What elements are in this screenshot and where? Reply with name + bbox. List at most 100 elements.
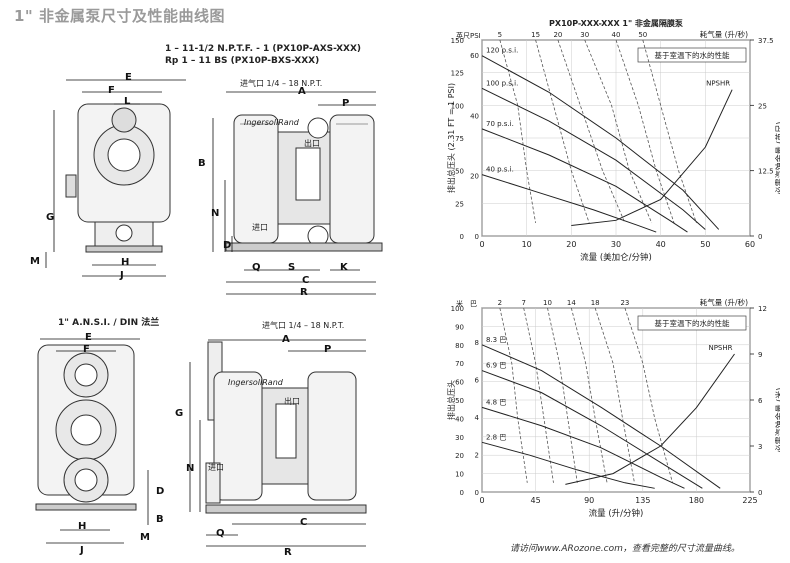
air-tick-label: 5 bbox=[498, 31, 502, 39]
brand-logo-bottom: IngersollRand bbox=[228, 378, 283, 387]
y-tick-label: 100 bbox=[451, 102, 464, 110]
y-axis-label: 排出总压头 (2.31 FT = 1 PSI) bbox=[446, 83, 456, 193]
x-axis-label: 流量 (美加仑/分钟) bbox=[580, 252, 652, 263]
x-tick-label: 135 bbox=[635, 496, 650, 505]
page-title: 1" 非金属泵尺寸及性能曲线图 bbox=[14, 7, 225, 25]
x-tick-label: 180 bbox=[689, 496, 704, 505]
chart-title: PX10P-XXX-XXX 1" 非金属隔膜泵 bbox=[549, 18, 683, 28]
y-tick-label: 30 bbox=[455, 434, 464, 442]
y-tick-label: 90 bbox=[455, 323, 464, 331]
y-tick-label: 75 bbox=[455, 135, 464, 143]
note-box bbox=[637, 315, 747, 331]
dim-c-bottom: C bbox=[300, 517, 308, 528]
y-tick-label: 125 bbox=[451, 70, 464, 78]
y-tick-label: 25 bbox=[455, 200, 464, 208]
y-secondary-tick-label: 0 bbox=[475, 489, 479, 497]
air-consumption-line bbox=[557, 39, 626, 224]
pressure-line bbox=[481, 344, 721, 489]
dim-e-bottom: E bbox=[85, 332, 92, 343]
pump-side-view-bottom bbox=[35, 344, 137, 511]
npsh-label: NPSHR bbox=[708, 344, 732, 352]
air-tick-label: 30 bbox=[580, 31, 589, 39]
y-unit-label: 米 bbox=[456, 299, 463, 308]
dim-h-bottom: H bbox=[78, 521, 87, 532]
x-tick-label: 50 bbox=[700, 240, 710, 249]
dim-j-bottom: J bbox=[80, 545, 84, 556]
dim-m-bottom: M bbox=[140, 532, 150, 543]
series-label: 4.8 巴 bbox=[486, 398, 506, 406]
x2-axis-label: 耗气量 (升/秒) bbox=[700, 29, 748, 39]
outlet-label-top: 出口 bbox=[304, 139, 320, 148]
series-label: 70 p.s.i. bbox=[486, 120, 514, 128]
air-tick-label: 10 bbox=[543, 299, 552, 307]
thread-note-1: 1 – 11-1/2 N.P.T.F. - 1 (PX10P-AXS-XXX) bbox=[165, 44, 362, 54]
dim-n-top: N bbox=[211, 208, 220, 219]
npsh-line bbox=[571, 89, 733, 227]
note-text: 基于室温下的水的性能 bbox=[655, 50, 730, 60]
dim-a-bottom: A bbox=[282, 334, 290, 345]
air-tick-label: 20 bbox=[553, 31, 562, 39]
pressure-line bbox=[481, 87, 706, 230]
air-consumption-line bbox=[594, 307, 635, 483]
x-tick-label: 90 bbox=[584, 496, 594, 505]
dim-q-bottom: Q bbox=[216, 528, 225, 539]
dim-a-top: A bbox=[298, 86, 306, 97]
footer-note: 请访问www.ARozone.com，查看完整的尺寸流量曲线。 bbox=[510, 544, 740, 554]
y-tick-label: 10 bbox=[455, 471, 464, 479]
dim-p-bottom: P bbox=[324, 344, 332, 355]
dim-f-top: F bbox=[108, 85, 115, 96]
y-secondary-tick-label: 20 bbox=[470, 173, 479, 181]
air-tick-label: 7 bbox=[521, 299, 525, 307]
air-consumption-line bbox=[584, 39, 653, 224]
dim-d-bottom: D bbox=[156, 486, 165, 497]
dim-p-top: P bbox=[342, 98, 350, 109]
dim-f-bottom: F bbox=[83, 344, 90, 355]
air-inlet-note-top: 进气口 1/4 – 18 N.P.T. bbox=[240, 79, 323, 88]
x-axis-label: 流量 (升/分钟) bbox=[589, 508, 644, 519]
pump-side-view-top bbox=[65, 103, 171, 253]
air-consumption-line bbox=[615, 39, 675, 224]
air-tick-label: 15 bbox=[531, 31, 540, 39]
pump-front-view-bottom bbox=[205, 341, 367, 514]
y-tick-label: 150 bbox=[451, 37, 464, 45]
y-tick-label: 70 bbox=[455, 360, 464, 368]
y-tick-label: 50 bbox=[455, 168, 464, 176]
dim-q-top: Q bbox=[252, 262, 261, 273]
inlet-label-top: 进口 bbox=[252, 223, 268, 232]
dim-m-top: M bbox=[30, 256, 40, 267]
x-tick-label: 45 bbox=[531, 496, 541, 505]
dim-r-bottom: R bbox=[284, 547, 292, 558]
y-secondary-tick-label: 2 bbox=[475, 451, 479, 459]
flange-note: 1" A.N.S.I. / DIN 法兰 bbox=[58, 318, 160, 328]
x-tick-label: 60 bbox=[745, 240, 755, 249]
npsh-line bbox=[565, 353, 735, 485]
air-tick-label: 14 bbox=[567, 299, 576, 307]
y-tick-label: 0 bbox=[460, 233, 464, 241]
y2-tick-label: 3 bbox=[758, 443, 762, 451]
pressure-line bbox=[481, 55, 720, 230]
dim-h-top: H bbox=[121, 257, 130, 268]
air-tick-label: 23 bbox=[620, 299, 629, 307]
y2-tick-label: 0 bbox=[758, 233, 762, 241]
air-tick-label: 18 bbox=[591, 299, 600, 307]
air-consumption-line bbox=[535, 39, 590, 224]
x-tick-label: 0 bbox=[479, 240, 484, 249]
pressure-line bbox=[481, 370, 703, 489]
dim-b-bottom: B bbox=[156, 514, 164, 525]
series-label: 2.8 巴 bbox=[486, 433, 506, 441]
y2-tick-label: 12 bbox=[758, 305, 767, 313]
dim-k-top: K bbox=[340, 262, 348, 273]
pressure-line bbox=[481, 406, 685, 489]
inlet-label-bottom: 进口 bbox=[208, 463, 224, 472]
pressure-line bbox=[481, 128, 688, 233]
x-tick-label: 20 bbox=[566, 240, 576, 249]
x-tick-label: 10 bbox=[522, 240, 532, 249]
note-text: 基于室温下的水的性能 bbox=[655, 318, 730, 328]
y-secondary-tick-label: 0 bbox=[475, 233, 479, 241]
y2-tick-label: 0 bbox=[758, 489, 762, 497]
y2-tick-label: 25 bbox=[758, 102, 767, 110]
x-tick-label: 225 bbox=[742, 496, 757, 505]
air-consumption-line bbox=[642, 39, 697, 224]
